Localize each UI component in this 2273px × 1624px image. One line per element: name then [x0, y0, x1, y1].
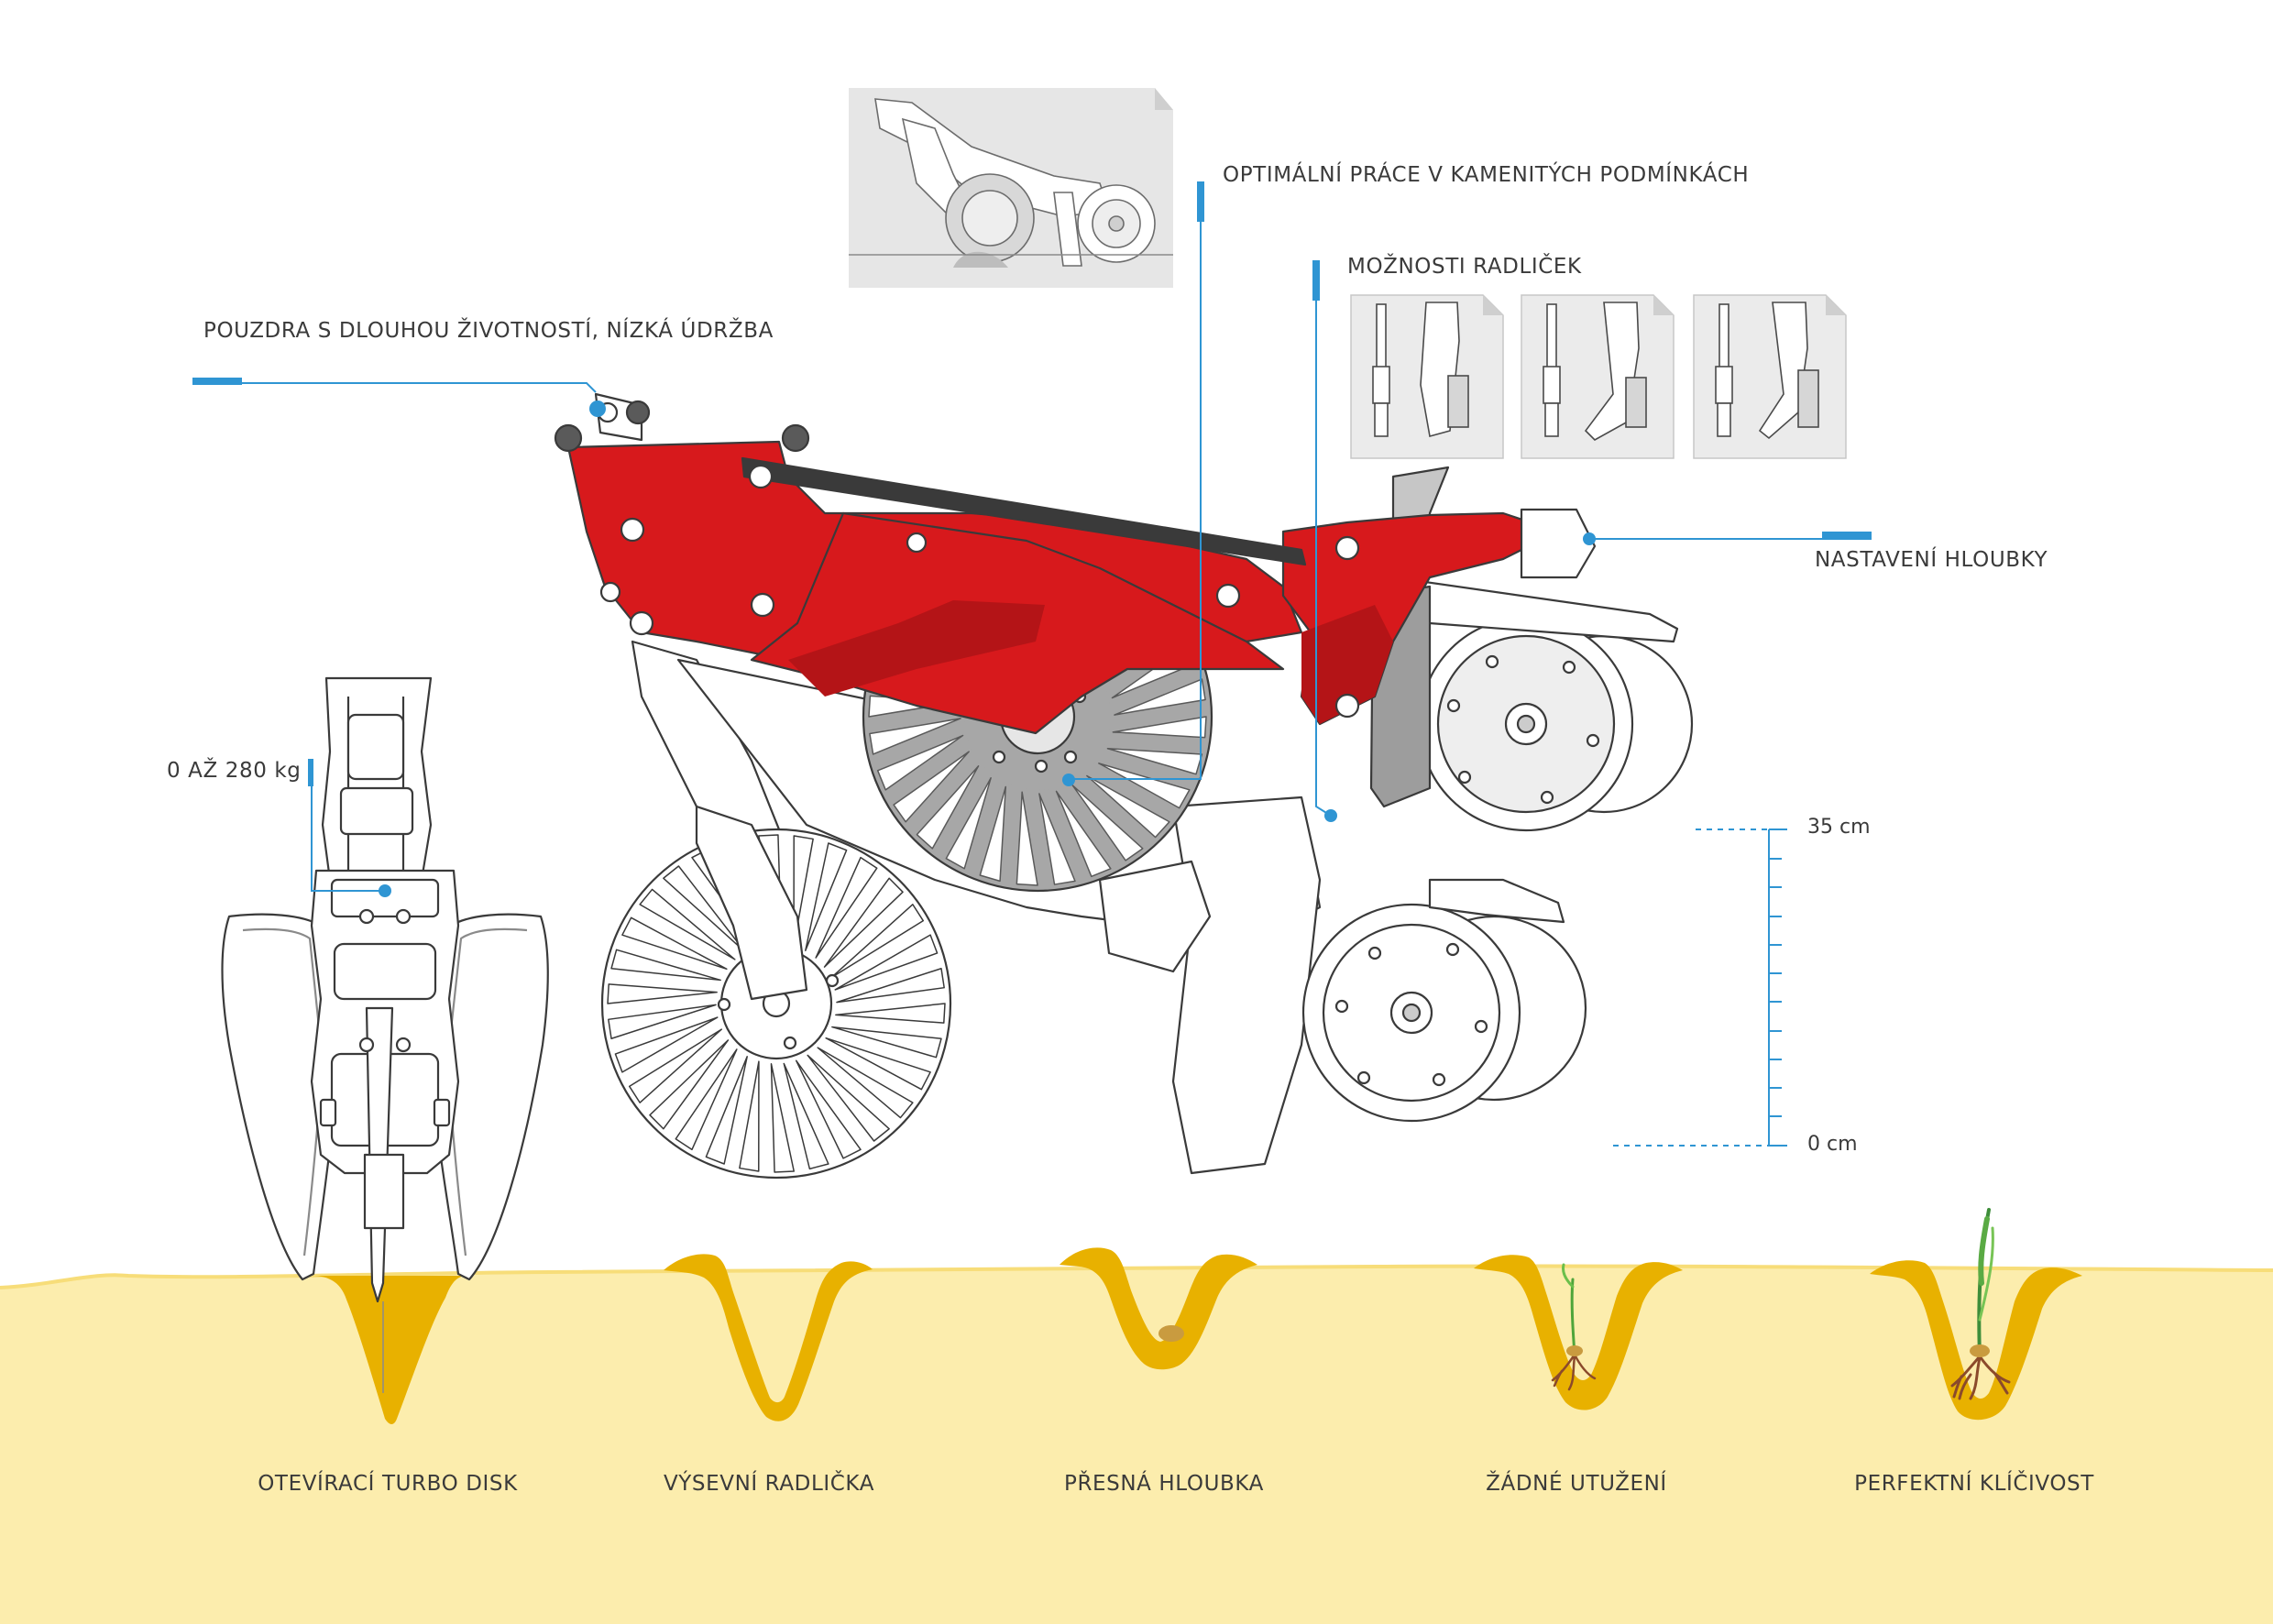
callout-depth-setting: NASTAVENÍ HLOUBKY — [1815, 548, 2048, 572]
front-view-unit — [221, 676, 549, 1393]
pressure-callout-marker — [308, 759, 313, 786]
front-disc-tooth — [825, 1037, 931, 1091]
front-disc-tooth — [836, 967, 945, 1004]
front-disc-tooth — [823, 877, 904, 968]
sowing-unit — [554, 392, 1694, 1180]
front-disc-tooth — [834, 934, 939, 991]
turbo-disc-tooth — [1106, 747, 1203, 775]
front-disc-tooth — [649, 1039, 730, 1130]
front-disc-tooth — [807, 1054, 890, 1142]
front-disc-tooth — [835, 1003, 946, 1024]
sprout-4 — [1551, 1263, 1597, 1391]
furrow-4 — [1474, 1255, 1683, 1410]
turbo-disc-tooth — [1112, 716, 1207, 739]
front-disc-tooth — [610, 949, 721, 982]
front-disc-tooth — [705, 1056, 748, 1165]
turbo-disc-tooth — [1071, 785, 1144, 861]
soil-topline — [0, 1264, 2273, 1289]
soil-layer — [0, 1247, 2273, 1624]
front-disc-tooth — [770, 1063, 795, 1173]
front-disc-tooth — [621, 916, 728, 971]
turbo-disc-tooth — [979, 785, 1007, 883]
front-disc-tooth — [628, 1028, 723, 1103]
furrow-2 — [664, 1254, 873, 1421]
callout-stony-conditions: OPTIMÁLNÍ PRÁCE V KAMENITÝCH PODMÍNKÁCH — [1223, 163, 1750, 187]
turbo-disc-tooth — [1038, 793, 1076, 885]
coulter-options — [1350, 294, 1847, 459]
turbo-disc-tooth — [1086, 774, 1170, 839]
coulter-option-2 — [1521, 294, 1675, 459]
step-label-3: PŘESNÁ HLOUBKA — [1063, 1472, 1265, 1496]
furrow-1 — [312, 1276, 466, 1424]
front-disc-tooth — [783, 1062, 829, 1170]
front-disc-tooth — [675, 1048, 738, 1151]
depth-scale — [1613, 828, 1787, 1147]
front-disc-tooth — [831, 1026, 942, 1059]
front-disc-tooth — [795, 1059, 862, 1159]
front-disc-tooth — [817, 1047, 914, 1119]
pressure-callout-dot — [379, 884, 391, 897]
stony-callout-line — [1071, 181, 1202, 780]
front-disc-tooth — [739, 1060, 760, 1172]
turbo-disc-tooth — [916, 765, 980, 850]
turbo-disc-tooth — [869, 718, 961, 755]
turbo-disc-tooth — [893, 751, 970, 823]
bushings-callout-line — [192, 382, 597, 393]
turbo-disc-tooth — [1055, 790, 1112, 878]
turbo-disc-tooth — [1114, 678, 1206, 716]
front-disc-tooth — [639, 888, 736, 960]
turbo-disc-tooth — [876, 734, 964, 791]
front-disc-tooth — [614, 1016, 719, 1073]
step-label-5: PERFEKTNÍ KLÍČIVOST — [1854, 1472, 2094, 1496]
soil-ground — [0, 1266, 2273, 1624]
front-disc-tooth — [607, 983, 718, 1004]
pressure-callout-line — [311, 786, 383, 892]
seedling-5 — [1950, 1208, 2011, 1400]
coulter-option-3 — [1693, 294, 1847, 459]
depth-scale-top-label: 35 cm — [1807, 816, 1871, 839]
depth-scale-bottom-label: 0 cm — [1807, 1133, 1858, 1156]
stony-conditions-thumbnail — [849, 88, 1173, 288]
step-label-1: OTEVÍRACÍ TURBO DISK — [258, 1472, 518, 1496]
front-disc-tooth — [805, 842, 848, 951]
turbo-disc-tooth — [945, 777, 992, 870]
front-disc-tooth — [608, 1004, 717, 1040]
coulter-option-1 — [1350, 294, 1504, 459]
front-disc-tooth — [815, 856, 878, 959]
step-label-2: VÝSEVNÍ RADLIČKA — [663, 1472, 875, 1496]
seed-3 — [1158, 1325, 1184, 1342]
callout-down-pressure: 0 AŽ 280 kg — [167, 759, 302, 783]
turbo-disc-tooth — [1016, 791, 1038, 886]
callout-markers — [192, 181, 1872, 822]
callout-coulter-options: MOŽNOSTI RADLIČEK — [1347, 255, 1582, 279]
furrow-5 — [1870, 1260, 2082, 1421]
step-label-4: ŽÁDNÉ UTUŽENÍ — [1486, 1472, 1667, 1496]
furrow-3 — [1060, 1247, 1257, 1370]
callout-bushings: POUZDRA S DLOUHOU ŽIVOTNOSTÍ, NÍZKÁ ÚDRŽ… — [203, 319, 774, 343]
